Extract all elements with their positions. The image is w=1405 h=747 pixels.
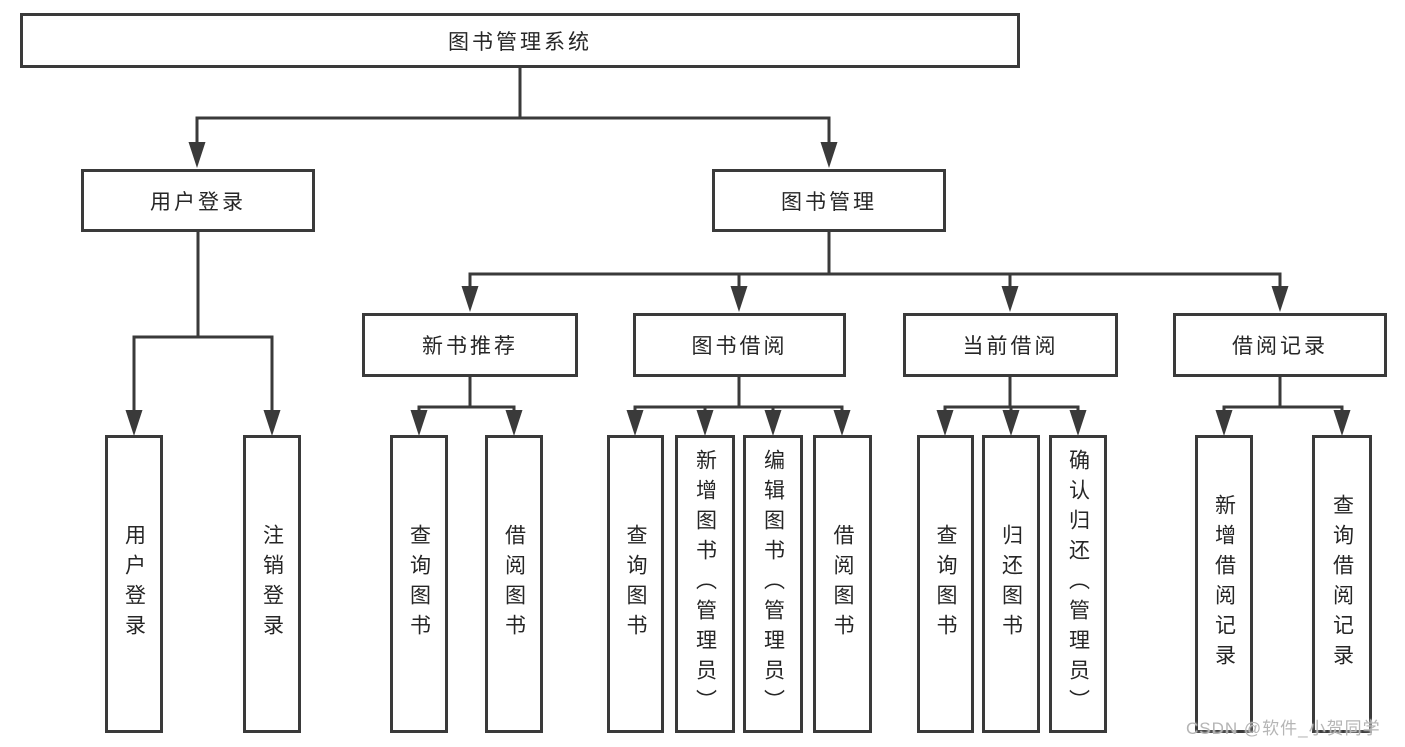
node-leaf-query-books-recommend: 查询图书: [390, 435, 448, 733]
watermark: CSDN @软件_小贺同学: [1186, 719, 1381, 738]
node-leaf-user-login: 用户登录: [105, 435, 163, 733]
node-book-management: 图书管理: [712, 169, 946, 232]
node-leaf-query-books-borrowing: 查询图书: [607, 435, 664, 733]
node-leaf-add-borrow-record: 新增借阅记录: [1195, 435, 1253, 733]
node-library-system: 图书管理系统: [20, 13, 1020, 68]
node-leaf-confirm-return-admin: 确认归还（管理员）: [1049, 435, 1107, 733]
node-new-book-recommend: 新书推荐: [362, 313, 578, 377]
node-leaf-borrow-books: 借阅图书: [813, 435, 872, 733]
node-book-borrowing: 图书借阅: [633, 313, 846, 377]
node-leaf-borrow-books-recommend: 借阅图书: [485, 435, 543, 733]
node-current-borrowing: 当前借阅: [903, 313, 1118, 377]
node-leaf-query-borrow-record: 查询借阅记录: [1312, 435, 1372, 733]
node-leaf-query-books-current: 查询图书: [917, 435, 974, 733]
node-leaf-edit-books-admin: 编辑图书（管理员）: [743, 435, 803, 733]
node-user-login: 用户登录: [81, 169, 315, 232]
node-borrowing-records: 借阅记录: [1173, 313, 1387, 377]
node-leaf-logout: 注销登录: [243, 435, 301, 733]
node-leaf-add-books-admin: 新增图书（管理员）: [675, 435, 735, 733]
node-leaf-return-books: 归还图书: [982, 435, 1040, 733]
